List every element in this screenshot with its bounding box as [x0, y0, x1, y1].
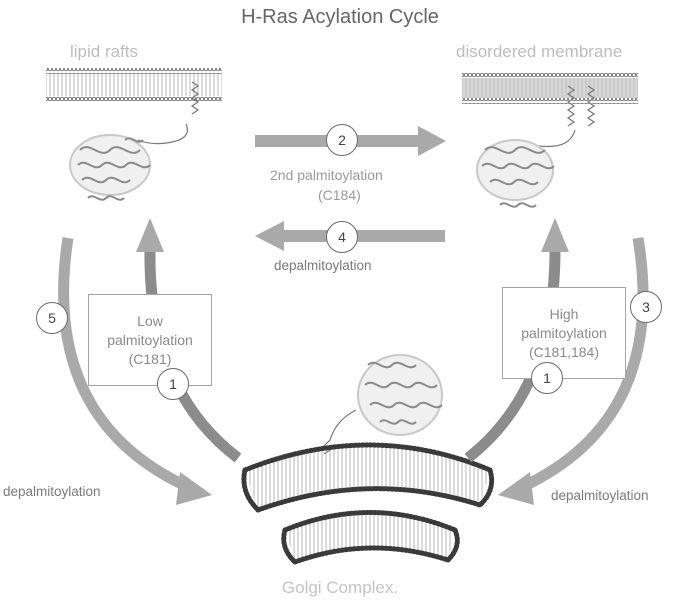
- step-4-badge: 4: [326, 221, 358, 253]
- step-3-badge: 3: [630, 291, 662, 323]
- step-1-right-badge: 1: [531, 362, 563, 394]
- arrow-step-4: [255, 221, 445, 251]
- low-box-line3: (C181): [128, 350, 172, 367]
- arrow-step-3: [498, 237, 649, 505]
- golgi-cisterna-lower: [281, 510, 460, 565]
- second-palmitoylation-label: 2nd palmitoylation: [270, 167, 383, 183]
- depalmitoylation-left-label: depalmitoylation: [3, 484, 101, 499]
- high-box-line2: palmitoylation: [521, 324, 607, 341]
- low-palmitoylation-box: Low palmitoylation (C181): [88, 294, 212, 386]
- raft-membrane: [46, 68, 222, 102]
- golgi-complex-label: Golgi Complex.: [281, 578, 399, 597]
- low-box-line2: palmitoylation: [107, 331, 193, 348]
- step-2-badge: 2: [326, 124, 358, 156]
- arrow-step-5: [58, 237, 212, 505]
- low-box-line1: Low: [137, 312, 163, 329]
- hras-protein-raft: [69, 134, 151, 201]
- hras-protein-golgi: [323, 354, 443, 455]
- high-palmitoylation-box: High palmitoylation (C181,184): [502, 287, 626, 379]
- disordered-membrane-bilayer: [462, 72, 638, 104]
- high-box-line3: (C181,184): [528, 343, 600, 360]
- diagram-title: H-Ras Acylation Cycle: [241, 6, 439, 28]
- depalmitoylation-right-label: depalmitoylation: [551, 488, 649, 503]
- hras-protein-disordered: [476, 139, 555, 208]
- high-box-line1: High: [549, 305, 579, 322]
- depalmitoylation-center-label: depalmitoylation: [274, 258, 372, 273]
- disordered-membrane-label: disordered membrane: [456, 42, 623, 61]
- lipid-rafts-label: lipid rafts: [70, 42, 139, 61]
- second-palmitoylation-site: (C184): [318, 187, 361, 203]
- step-1-left-badge: 1: [157, 368, 189, 400]
- raft-lipid-anchor: [137, 81, 200, 145]
- golgi-cisterna-upper: [241, 442, 495, 513]
- step-5-badge: 5: [36, 302, 68, 334]
